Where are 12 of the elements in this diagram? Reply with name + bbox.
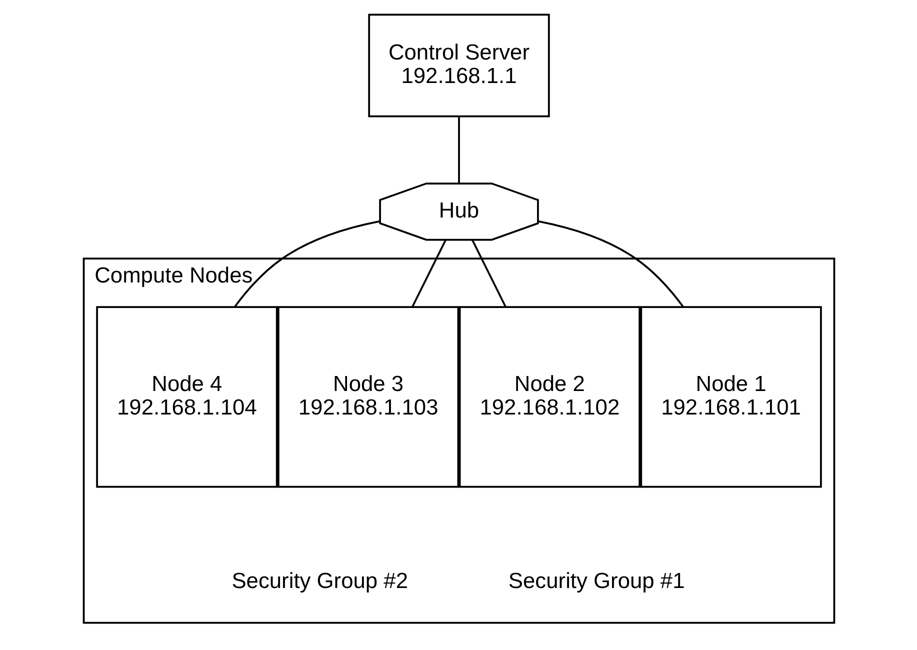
connector bbox=[471, 240, 506, 308]
connector bbox=[458, 116, 460, 184]
connector bbox=[234, 220, 380, 308]
label: Security Group #2 bbox=[231, 568, 408, 593]
node-box: Node 1 192.168.1.101 bbox=[640, 306, 822, 488]
connector bbox=[538, 220, 684, 308]
node-box: Node 4 192.168.1.104 bbox=[96, 306, 278, 488]
node-box: Node 2 192.168.1.102 bbox=[458, 306, 640, 488]
node-box: Control Server 192.168.1.1 bbox=[368, 14, 550, 118]
label: Security Group #1 bbox=[508, 568, 684, 593]
node-box: Node 3 192.168.1.103 bbox=[276, 306, 459, 488]
connector bbox=[411, 240, 446, 308]
